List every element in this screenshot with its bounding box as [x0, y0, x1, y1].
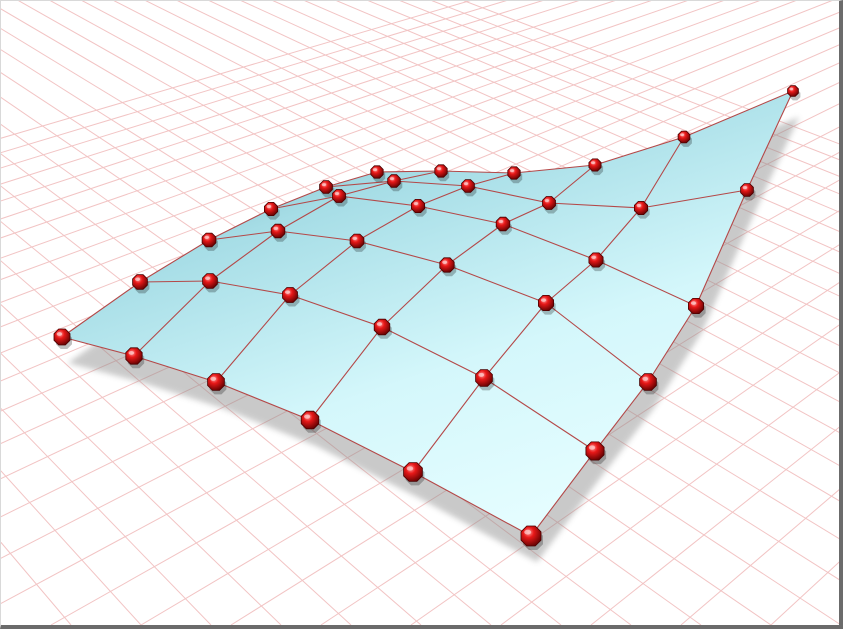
floor-grid-line	[771, 1, 839, 625]
